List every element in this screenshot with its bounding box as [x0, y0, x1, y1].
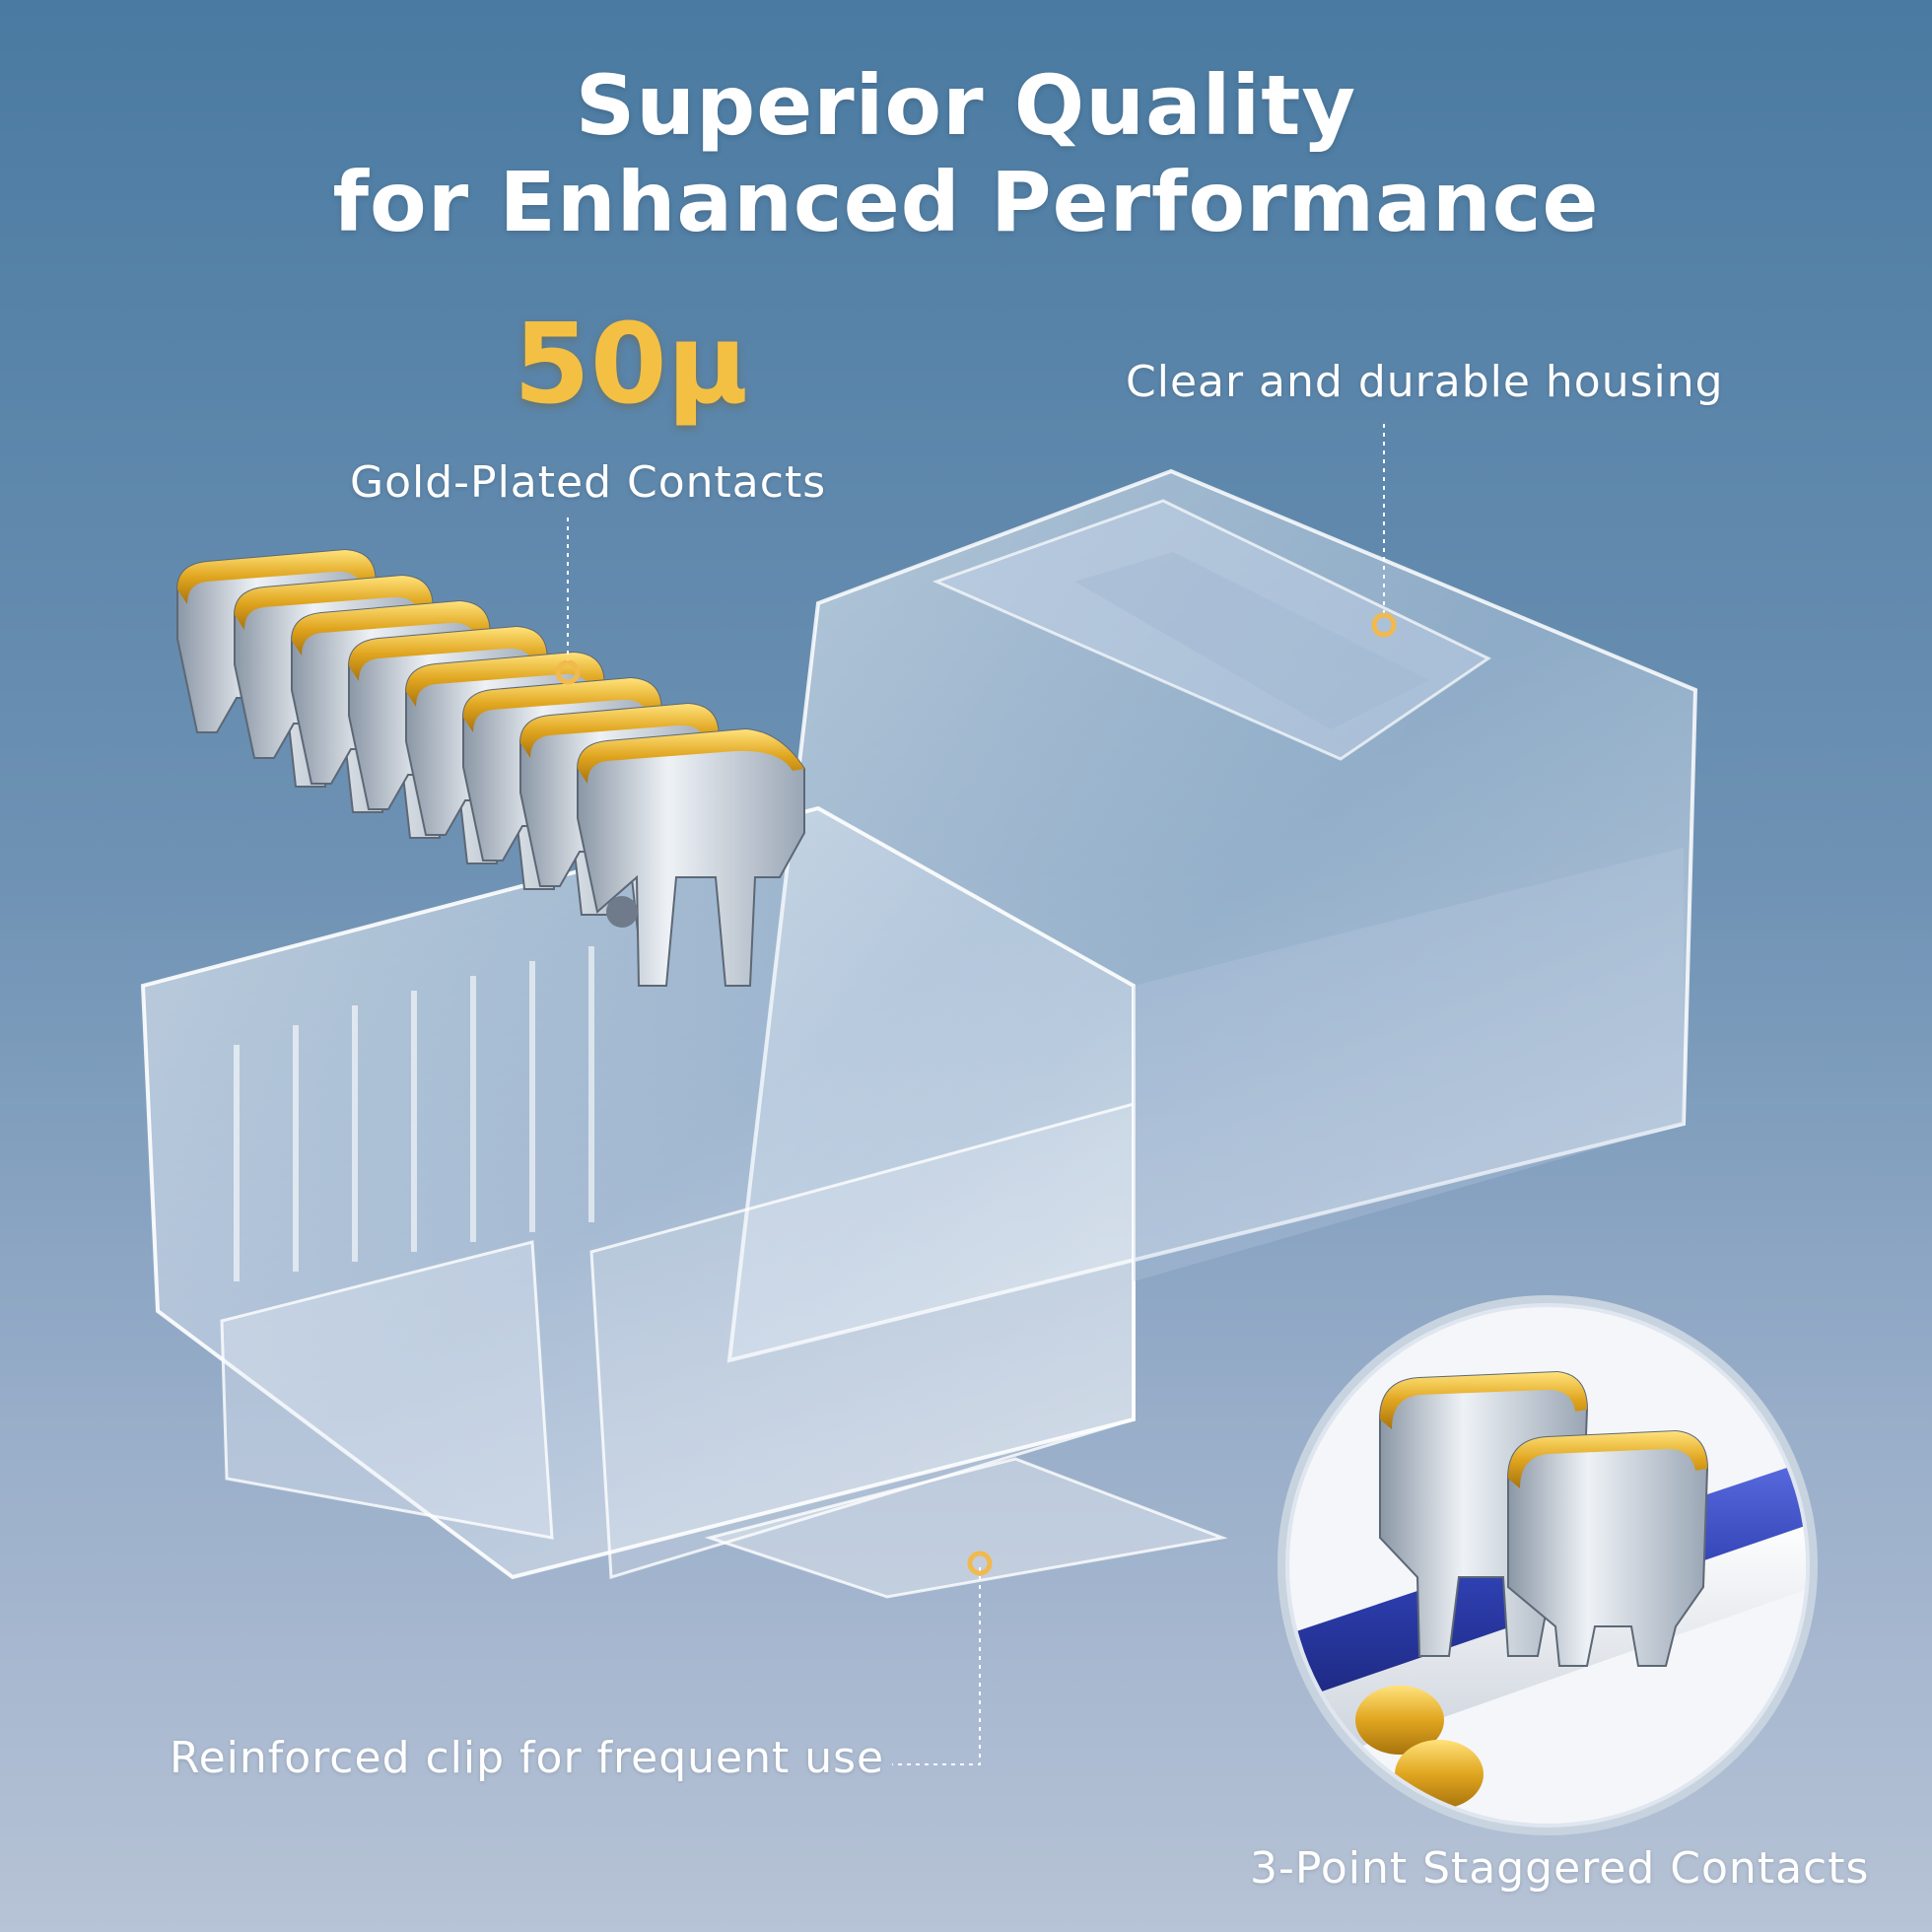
headline-line-2: for Enhanced Performance [332, 154, 1600, 250]
gold-thickness-value: 50μ [513, 301, 749, 429]
staggered-contacts-caption: 3-Point Staggered Contacts [1250, 1843, 1870, 1894]
gold-contacts [176, 548, 805, 987]
headline-line-1: Superior Quality [575, 57, 1357, 154]
clip-caption: Reinforced clip for frequent use [170, 1733, 885, 1783]
staggered-contacts-inset [1277, 1295, 1818, 1835]
clip-callout-dot [967, 1551, 993, 1576]
clear-housing [140, 468, 1698, 1599]
callout-leaders [567, 424, 1385, 1765]
housing-caption: Clear and durable housing [1126, 357, 1724, 407]
gold-contacts-callout-dot [555, 659, 581, 685]
gold-contacts-caption: Gold-Plated Contacts [350, 457, 827, 508]
housing-callout-dot [1371, 612, 1397, 638]
